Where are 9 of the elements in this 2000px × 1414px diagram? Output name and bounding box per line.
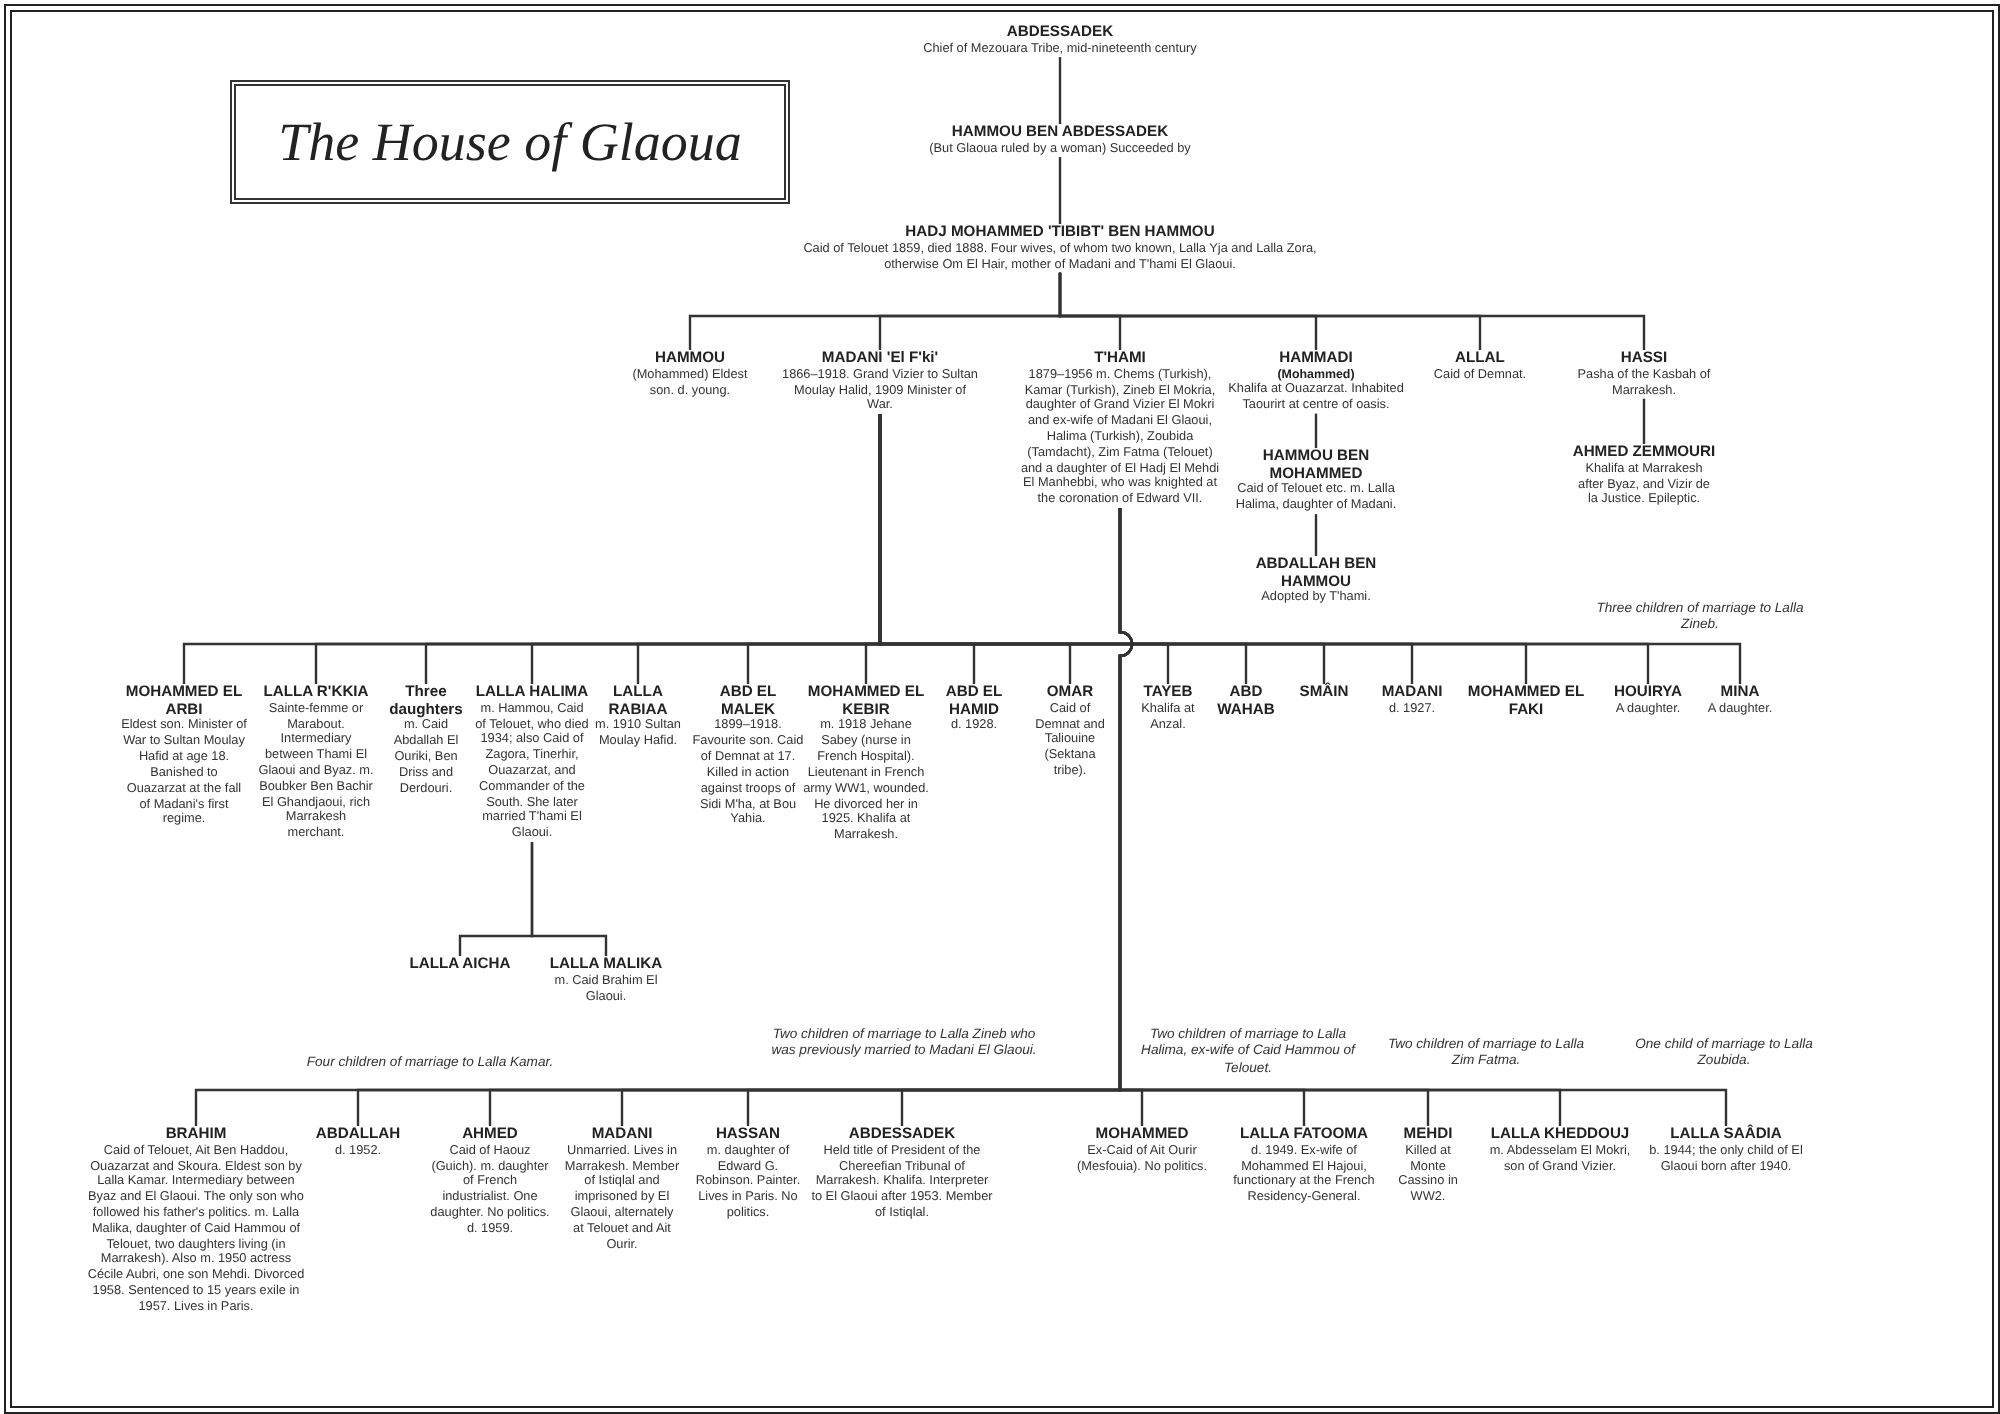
- title: The House of Glaoua: [230, 80, 790, 204]
- descent-line: [1642, 398, 1646, 444]
- descent-line: [530, 842, 608, 956]
- descent-line: [1314, 514, 1318, 556]
- descent-line: [1058, 57, 1062, 124]
- descent-line: [1118, 508, 1728, 1126]
- descent-line: [1058, 157, 1062, 224]
- descent-line: [1314, 413, 1318, 448]
- descent-line: [1058, 272, 1646, 350]
